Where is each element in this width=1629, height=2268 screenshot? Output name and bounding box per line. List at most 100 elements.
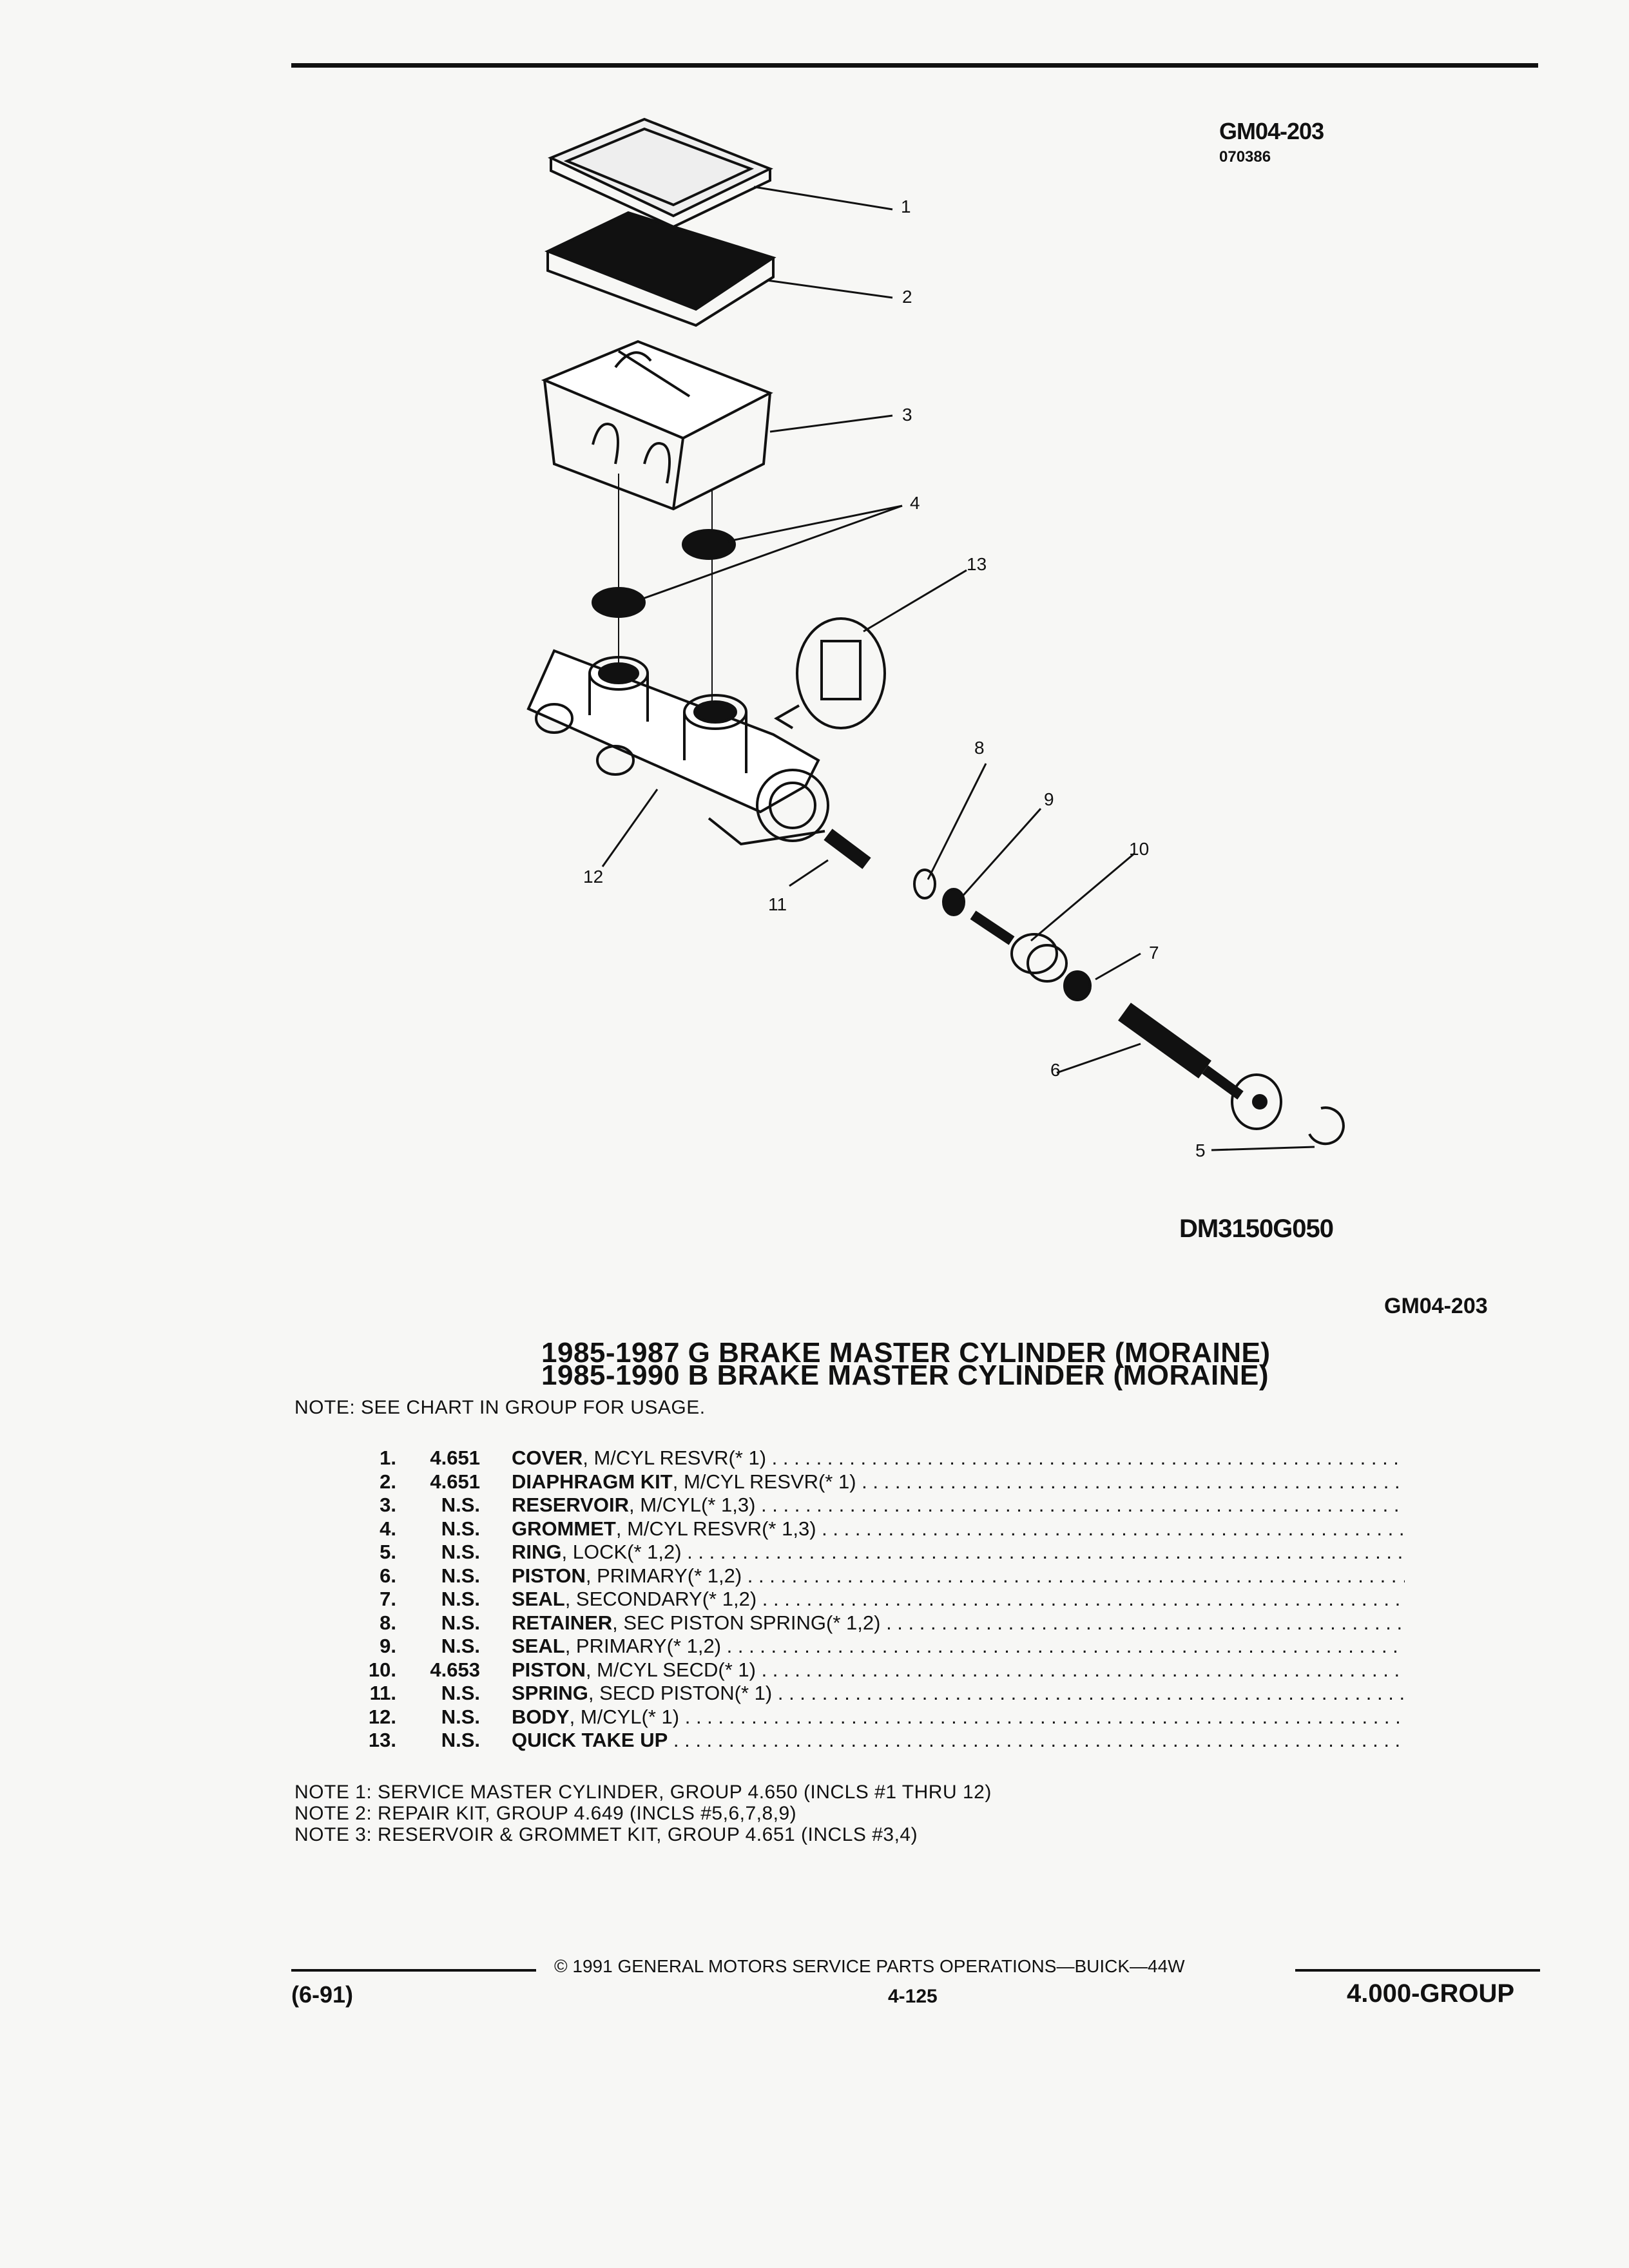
part-number: 1. [380,1446,396,1469]
parts-row: 10. 4.653 PISTON, M/CYL SECD(* 1) [335,1658,1405,1682]
part-number: 13. [368,1729,396,1751]
copyright-line: © 1991 GENERAL MOTORS SERVICE PARTS OPER… [554,1956,1185,1976]
parts-row: 1. 4.651 COVER, M/CYL RESVR(* 1) [335,1446,1405,1470]
part-number: 11. [369,1682,396,1704]
page-number: 4-125 [888,1986,938,2007]
part-detail: , M/CYL RESVR(* 1) [583,1446,767,1469]
part-description: GROMMET, M/CYL RESVR(* 1,3) [512,1517,1405,1541]
callout-13: 13 [967,554,987,574]
parts-row: 8.N.S.RETAINER, SEC PISTON SPRING(* 1,2) [335,1611,1405,1635]
part-description: COVER, M/CYL RESVR(* 1) [512,1446,1405,1470]
part-detail: , M/CYL SECD(* 1) [585,1658,756,1681]
notes-block: NOTE 1: SERVICE MASTER CYLINDER, GROUP 4… [294,1782,992,1845]
callout-7: 7 [1149,943,1159,963]
cover-part [548,117,773,229]
part-description: SEAL, SECONDARY(* 1,2) [512,1588,1405,1611]
note-1: NOTE 1: SERVICE MASTER CYLINDER, GROUP 4… [294,1782,992,1803]
part-name: PISTON [512,1564,586,1587]
part-group: N.S. [441,1611,480,1634]
part-number: 12. [368,1705,396,1728]
parts-row: 9.N.S.SEAL, PRIMARY(* 1,2) [335,1635,1405,1658]
part-description: PISTON, PRIMARY(* 1,2) [512,1564,1405,1588]
parts-list: 1. 4.651 COVER, M/CYL RESVR(* 1) 2. 4.651DI… [335,1446,1405,1753]
part-name: BODY [512,1705,570,1728]
revision-date: (6-91) [291,1981,354,2008]
part-group: N.S. [441,1494,480,1516]
parts-row: 11. N.S. SPRING, SECD PISTON(* 1) [335,1682,1405,1706]
callout-9: 9 [1044,789,1054,809]
page-title-line-1: 1985-1987 G BRAKE MASTER CYLINDER (MORAI… [541,1337,1271,1369]
callout-5: 5 [1195,1140,1206,1160]
part-number: 3. [380,1494,396,1516]
part-number: 5. [380,1541,396,1563]
part-name: COVER [512,1446,583,1469]
part-number: 2. [380,1470,396,1493]
part-name: SPRING [512,1682,588,1704]
figure-id: GM04-203 [1219,118,1324,144]
callout-2: 2 [902,287,912,307]
part-group: N.S. [441,1729,480,1751]
part-description: RING, LOCK(* 1,2) [512,1541,1405,1564]
page-title-line-2: 1985-1990 B BRAKE MASTER CYLINDER (MORAI… [541,1360,1269,1391]
part-name: SEAL [512,1588,565,1610]
part-number: 6. [380,1564,396,1587]
lock-ring-part [1308,1106,1345,1146]
part-name: QUICK TAKE UP [512,1729,668,1751]
part-detail: , M/CYL(* 1) [569,1705,680,1728]
part-group: N.S. [441,1564,480,1587]
part-description: DIAPHRAGM KIT, M/CYL RESVR(* 1) [512,1470,1405,1494]
part-detail: , PRIMARY(* 1,2) [564,1635,722,1657]
callout-8: 8 [974,738,985,758]
part-description: SPRING, SECD PISTON(* 1) [512,1682,1405,1705]
exploded-view-diagram: 1 2 3 4 13 8 9 10 7 6 5 12 11 [526,117,1345,1160]
usage-note: NOTE: SEE CHART IN GROUP FOR USAGE. [294,1397,706,1418]
callout-12: 12 [583,867,603,887]
part-name: RETAINER [512,1611,613,1634]
part-group: N.S. [441,1541,480,1563]
part-detail: , SEC PISTON SPRING(* 1,2) [612,1611,881,1634]
quick-take-up-inset [774,617,886,729]
part-number: 4. [380,1517,396,1540]
top-rule [291,63,1538,68]
part-detail: , SECONDARY(* 1,2) [564,1588,757,1610]
part-number: 10. [368,1658,396,1681]
diaphragm-part [544,211,776,327]
footer-rule-left [291,1969,536,1972]
part-name: GROMMET [512,1517,616,1540]
part-description: RETAINER, SEC PISTON SPRING(* 1,2) [512,1611,1405,1635]
callout-6: 6 [1050,1060,1061,1080]
note-3: NOTE 3: RESERVOIR & GROMMET KIT, GROUP 4… [294,1824,918,1845]
footer-rule-right [1295,1969,1540,1972]
parts-row: 3. N.S. RESERVOIR, M/CYL(* 1,3) [335,1494,1405,1517]
figure-date: 070386 [1219,148,1271,166]
part-group: N.S. [441,1682,480,1704]
part-group: N.S. [441,1588,480,1610]
part-description: PISTON, M/CYL SECD(* 1) [512,1658,1405,1682]
parts-row: 12.N.S.BODY, M/CYL(* 1) [335,1706,1405,1729]
callout-1: 1 [901,197,911,216]
part-group: 4.653 [430,1658,480,1681]
part-detail: , SECD PISTON(* 1) [588,1682,773,1704]
part-description: QUICK TAKE UP [512,1729,1405,1752]
part-detail: , M/CYL RESVR(* 1) [672,1470,856,1493]
part-detail: , M/CYL(* 1,3) [629,1494,756,1516]
diagram-code: DM3150G050 [1179,1215,1334,1243]
primary-seal-part [942,888,965,916]
part-name: PISTON [512,1658,586,1681]
group-label: 4.000-GROUP [1347,1979,1515,2008]
part-description: RESERVOIR, M/CYL(* 1,3) [512,1494,1405,1517]
part-group: N.S. [441,1517,480,1540]
part-name: RING [512,1541,562,1563]
cylinder-body-part [526,649,829,846]
parts-row: 5. N.S. RING, LOCK(* 1,2) [335,1541,1405,1564]
secondary-seal-part [1063,970,1092,1001]
part-group: 4.651 [430,1446,480,1469]
callout-11: 11 [768,894,787,914]
callout-10: 10 [1129,839,1149,859]
part-name: RESERVOIR [512,1494,630,1516]
primary-piston-part [1118,1003,1282,1130]
callout-3: 3 [902,405,912,425]
part-detail: , LOCK(* 1,2) [561,1541,682,1563]
part-number: 7. [380,1588,396,1610]
part-name: DIAPHRAGM KIT [512,1470,673,1493]
